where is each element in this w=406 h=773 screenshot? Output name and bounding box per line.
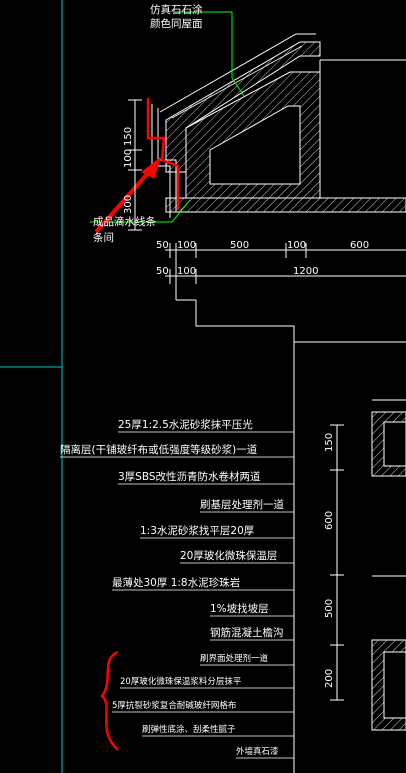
layer-label-3: 3厚SBS改性沥青防水卷材两道 bbox=[118, 470, 261, 483]
layer-label-1: 25厚1:2.5水泥砂浆抹平压光 bbox=[118, 418, 253, 431]
right-dim-3: 500 bbox=[324, 599, 335, 618]
window-frame-lower bbox=[371, 575, 406, 731]
wall-layer-label-2: 20厚玻化微珠保温浆料分层抹平 bbox=[120, 676, 242, 687]
dim-row1-5: 600 bbox=[350, 240, 369, 251]
dim-row2-3: 1200 bbox=[293, 266, 318, 277]
dim-row1-3: 500 bbox=[230, 240, 249, 251]
dim-row2-1: 50 bbox=[156, 266, 169, 277]
layer-label-2: 隔离层(干铺玻纤布或低强度等级砂浆)一道 bbox=[60, 443, 258, 456]
wall-outline bbox=[195, 300, 406, 773]
layer-leaders bbox=[60, 431, 294, 759]
dim-row1-4: 100 bbox=[287, 240, 306, 251]
right-dim-1: 150 bbox=[324, 433, 335, 452]
layer-label-4: 刷基层处理剂一道 bbox=[200, 498, 284, 511]
left-dim-2: 100 bbox=[123, 149, 134, 168]
drip-note-line2: 条间 bbox=[93, 231, 114, 244]
leader-lines bbox=[90, 11, 245, 223]
window-frame-upper bbox=[371, 399, 406, 477]
layer-label-6: 20厚玻化微珠保温层 bbox=[180, 549, 277, 562]
dim-row1-2: 100 bbox=[177, 240, 196, 251]
top-note-line2: 颜色同屋面 bbox=[150, 17, 203, 30]
wall-layer-label-3: 5厚抗裂砂浆复合耐碱玻纤网格布 bbox=[112, 700, 236, 711]
red-markup bbox=[94, 98, 180, 751]
dim-row1-1: 50 bbox=[156, 240, 169, 251]
left-dim-1: 150 bbox=[123, 127, 134, 146]
wall-layer-label-5: 外墙真石漆 bbox=[236, 746, 279, 757]
wall-layer-label-4: 刷弹性底涂、刮柔性腻子 bbox=[142, 724, 236, 735]
dimension-rows bbox=[165, 243, 406, 301]
drip-note-line1: 成品滴水线条 bbox=[93, 215, 156, 228]
right-dim-4: 200 bbox=[324, 669, 335, 688]
layer-label-9: 钢筋混凝土檐沟 bbox=[210, 626, 284, 639]
reference-lines bbox=[0, 0, 63, 773]
layer-label-5: 1:3水泥砂浆找平层20厚 bbox=[140, 524, 255, 537]
right-dim-2: 600 bbox=[324, 511, 335, 530]
left-dimensions bbox=[128, 99, 142, 231]
top-note-line1: 仿真石石涂 bbox=[150, 3, 203, 16]
dim-row2-2: 100 bbox=[177, 266, 196, 277]
layer-label-8: 1%坡找坡层 bbox=[210, 602, 269, 615]
eave-section bbox=[151, 33, 406, 218]
wall-layer-label-1: 刷界面处理剂一道 bbox=[200, 653, 269, 664]
layer-label-7: 最薄处30厚 1:8水泥珍珠岩 bbox=[112, 576, 240, 589]
left-dim-3: 300 bbox=[123, 195, 134, 214]
right-dimensions bbox=[330, 424, 344, 701]
